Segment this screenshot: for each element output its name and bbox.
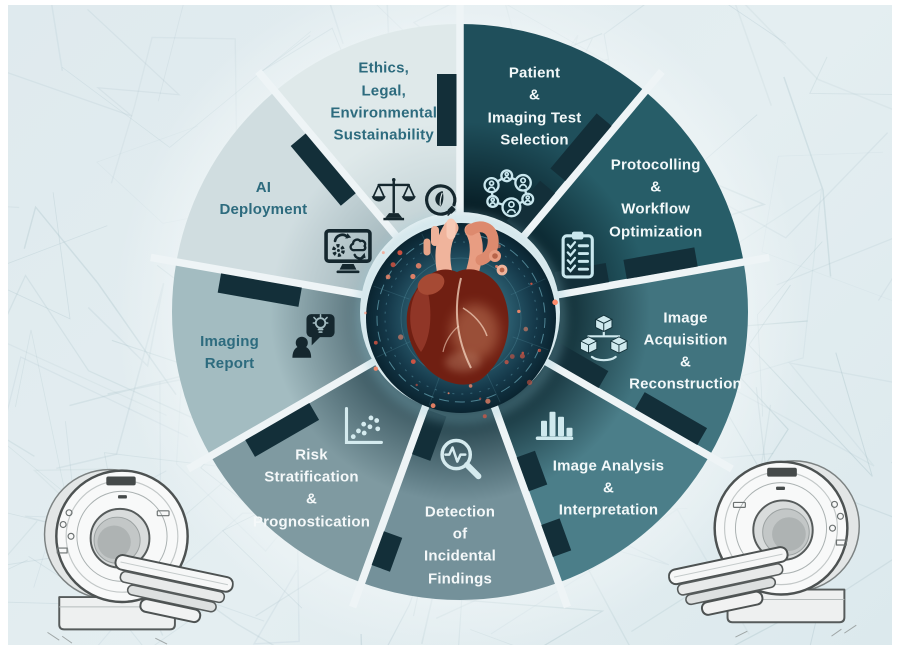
- segment-label-line: AI: [255, 178, 272, 196]
- segment-image-acquisition-reconstruction: [546, 261, 748, 456]
- segment-label-line: Selection: [500, 131, 569, 149]
- ct-scanner-right: [668, 459, 861, 639]
- segment-label-line: &: [305, 490, 318, 508]
- segment-label-ai-deployment: AI Deployment: [178, 176, 348, 220]
- segment-patient-imaging-test-selection: [460, 24, 646, 236]
- segment-label-line: &: [650, 178, 662, 196]
- segment-label-line: Environmental: [330, 104, 438, 122]
- segment-label-line: of: [452, 525, 468, 543]
- wheel-divider: [255, 69, 400, 240]
- segment-label-line: Ethics,: [358, 60, 410, 78]
- wheel-divider: [437, 5, 464, 214]
- wheel-divider: [349, 402, 447, 609]
- segment-label-line: Image: [663, 309, 708, 327]
- segment-label-line: Optimization: [609, 223, 703, 241]
- wheel-divider: [506, 69, 665, 240]
- segment-label-line: Protocolling: [610, 156, 701, 174]
- ct-scanner-left: [43, 468, 234, 645]
- segment-label-line: Report: [204, 354, 255, 372]
- segment-ethics-legal-environmental-sustainability: [274, 24, 460, 236]
- segment-label-line: Imaging: [200, 332, 259, 350]
- segment-label-line: Findings: [427, 570, 493, 588]
- segment-label-line: Workflow: [621, 201, 691, 218]
- segment-label-line: Incidental: [423, 548, 496, 565]
- wheel-divider: [186, 357, 378, 473]
- segment-label-line: Detection: [424, 503, 496, 521]
- ai-heart-illustration: [357, 214, 565, 422]
- segment-label-line: Legal,: [361, 82, 406, 100]
- segment-protocolling-workflow-optimization: [524, 91, 744, 295]
- workflow-wheel: [115, 5, 805, 645]
- segment-imaging-report: [171, 261, 374, 456]
- segment-label-line: Imaging Test: [487, 109, 582, 127]
- segment-label-line: Acquisition: [643, 331, 728, 349]
- segment-label-line: &: [529, 86, 541, 104]
- segment-label-line: Sustainability: [333, 126, 434, 144]
- segment-ai-deployment: [176, 91, 396, 295]
- wheel-divider: [150, 253, 365, 307]
- segment-label-line: Deployment: [219, 200, 308, 218]
- segment-label-line: Stratification: [264, 468, 359, 486]
- wheel-divider: [542, 342, 734, 473]
- segment-label-line: &: [679, 353, 692, 371]
- segment-label-line: Reconstruction: [629, 375, 742, 393]
- heart-glow: [357, 214, 565, 422]
- segment-label-line: Prognostication: [252, 513, 371, 531]
- segment-label-line: Risk: [295, 446, 328, 464]
- segment-label-line: Patient: [508, 64, 561, 82]
- wheel-divider: [489, 402, 572, 609]
